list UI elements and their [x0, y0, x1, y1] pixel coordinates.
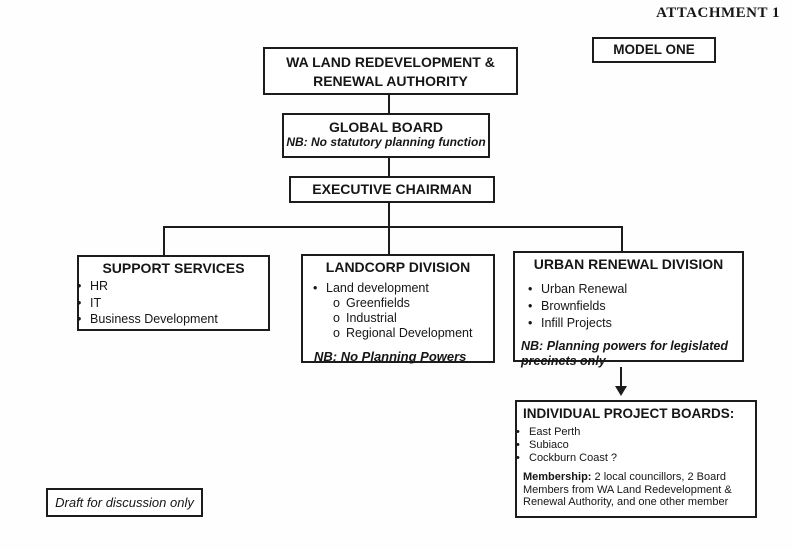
- list-item-label: Greenfields: [346, 296, 410, 310]
- list-item: • Urban Renewal: [515, 281, 742, 298]
- list-item-label: HR: [90, 279, 109, 293]
- membership-label: Membership:: [523, 471, 592, 483]
- list-item-label: IT: [90, 295, 102, 310]
- model-one-label: MODEL ONE: [613, 42, 695, 57]
- list-item: • IT: [77, 295, 268, 312]
- bullet-icon: •: [528, 282, 533, 296]
- global-board-box: GLOBAL BOARD NB: No statutory planning f…: [282, 113, 490, 158]
- bullet-icon: •: [77, 295, 82, 310]
- support-services-list: • HR • IT • Business Development: [77, 278, 268, 328]
- list-item-label: Regional Development: [346, 326, 473, 340]
- list-item-label: Urban Renewal: [541, 282, 628, 296]
- list-item: o Industrial: [303, 311, 493, 326]
- list-item-label: Cockburn Coast ?: [529, 452, 618, 464]
- sub-bullet-icon: o: [333, 326, 340, 340]
- connector-authority-global: [388, 95, 390, 113]
- list-item-label: East Perth: [529, 426, 581, 438]
- sub-bullet-icon: o: [333, 296, 340, 310]
- support-services-box: SUPPORT SERVICES • HR • IT • Business Devel…: [77, 255, 270, 331]
- urban-renewal-division-box: URBAN RENEWAL DIVISION • Urban Renewal • B…: [513, 251, 744, 368]
- executive-chairman-box: EXECUTIVE CHAIRMAN: [289, 176, 495, 203]
- connector-drop-support: [163, 226, 165, 255]
- list-item: • Infill Projects: [515, 315, 742, 332]
- membership-text: 2 local councillors, 2 Board Members fro…: [523, 471, 732, 508]
- urban-renewal-division-list: • Urban Renewal • Brownfields • Infill Proj…: [515, 281, 742, 332]
- bullet-icon: •: [313, 281, 318, 295]
- individual-project-boards-title: INDIVIDUAL PROJECT BOARDS:: [523, 406, 735, 421]
- function-text: Determining Strategic & Statutory Planni…: [523, 515, 739, 517]
- support-services-title: SUPPORT SERVICES: [102, 260, 245, 276]
- list-item: • Cockburn Coast ?: [517, 452, 749, 465]
- list-item: • Subiaco: [517, 439, 749, 452]
- list-item-label: Industrial: [346, 311, 397, 325]
- connector-global-exec: [388, 158, 390, 176]
- bullet-icon: •: [77, 279, 82, 293]
- landcorp-division-note: NB: No Planning Powers: [314, 349, 467, 364]
- bullet-icon: •: [77, 312, 82, 326]
- list-item: • Business Development: [77, 311, 268, 328]
- connector-branch-horizontal: [163, 226, 623, 228]
- membership-note: Membership: 2 local councillors, 2 Board…: [523, 471, 749, 509]
- list-item-label: Business Development: [90, 312, 218, 326]
- urban-renewal-division-note: NB: Planning powers for legislated preci…: [521, 339, 728, 368]
- model-one-box: MODEL ONE: [592, 37, 716, 63]
- list-item: • HR: [77, 278, 268, 295]
- connector-drop-urban: [621, 226, 623, 251]
- bullet-icon: •: [528, 299, 533, 313]
- bullet-icon: •: [516, 439, 520, 451]
- connector-drop-landcorp: [388, 226, 390, 254]
- sub-bullet-icon: o: [333, 311, 340, 325]
- list-item: • East Perth: [517, 426, 749, 439]
- draft-note-label: Draft for discussion only: [55, 495, 194, 510]
- function-label: Function:: [523, 515, 573, 517]
- list-item-label: Subiaco: [529, 439, 569, 451]
- list-item-label: Land development: [326, 281, 429, 295]
- attachment-label: ATTACHMENT 1: [656, 5, 780, 21]
- draft-note-box: Draft for discussion only: [46, 488, 203, 517]
- list-item-label: Brownfields: [541, 299, 606, 313]
- landcorp-division-title: LANDCORP DIVISION: [325, 259, 471, 275]
- landcorp-division-box: LANDCORP DIVISION • Land development o Gre…: [301, 254, 495, 364]
- list-item-label: Infill Projects: [541, 316, 612, 330]
- bullet-icon: •: [528, 316, 533, 330]
- bullet-icon: •: [516, 452, 520, 464]
- function-note: Function: Determining Strategic & Statut…: [523, 515, 749, 517]
- connector-urban-projects: [620, 367, 622, 387]
- list-item: o Greenfields: [303, 296, 493, 311]
- arrow-down-icon: [615, 386, 627, 396]
- authority-box: WA LAND REDEVELOPMENT & RENEWAL AUTHORIT…: [263, 47, 518, 95]
- list-item: • Land development: [303, 281, 493, 296]
- urban-renewal-division-title: URBAN RENEWAL DIVISION: [533, 256, 724, 272]
- individual-project-boards-list: • East Perth • Subiaco • Cockburn Coast ?: [517, 426, 749, 465]
- list-item: o Regional Development: [303, 326, 493, 341]
- list-item: • Brownfields: [515, 298, 742, 315]
- authority-title: WA LAND REDEVELOPMENT & RENEWAL AUTHORIT…: [286, 54, 495, 89]
- global-board-note: NB: No statutory planning function: [286, 135, 486, 149]
- global-board-title: GLOBAL BOARD: [328, 119, 444, 135]
- individual-project-boards-box: INDIVIDUAL PROJECT BOARDS: • East Perth •…: [515, 400, 757, 518]
- connector-exec-trunk: [388, 203, 390, 226]
- bullet-icon: •: [516, 426, 520, 438]
- executive-chairman-title: EXECUTIVE CHAIRMAN: [312, 181, 472, 197]
